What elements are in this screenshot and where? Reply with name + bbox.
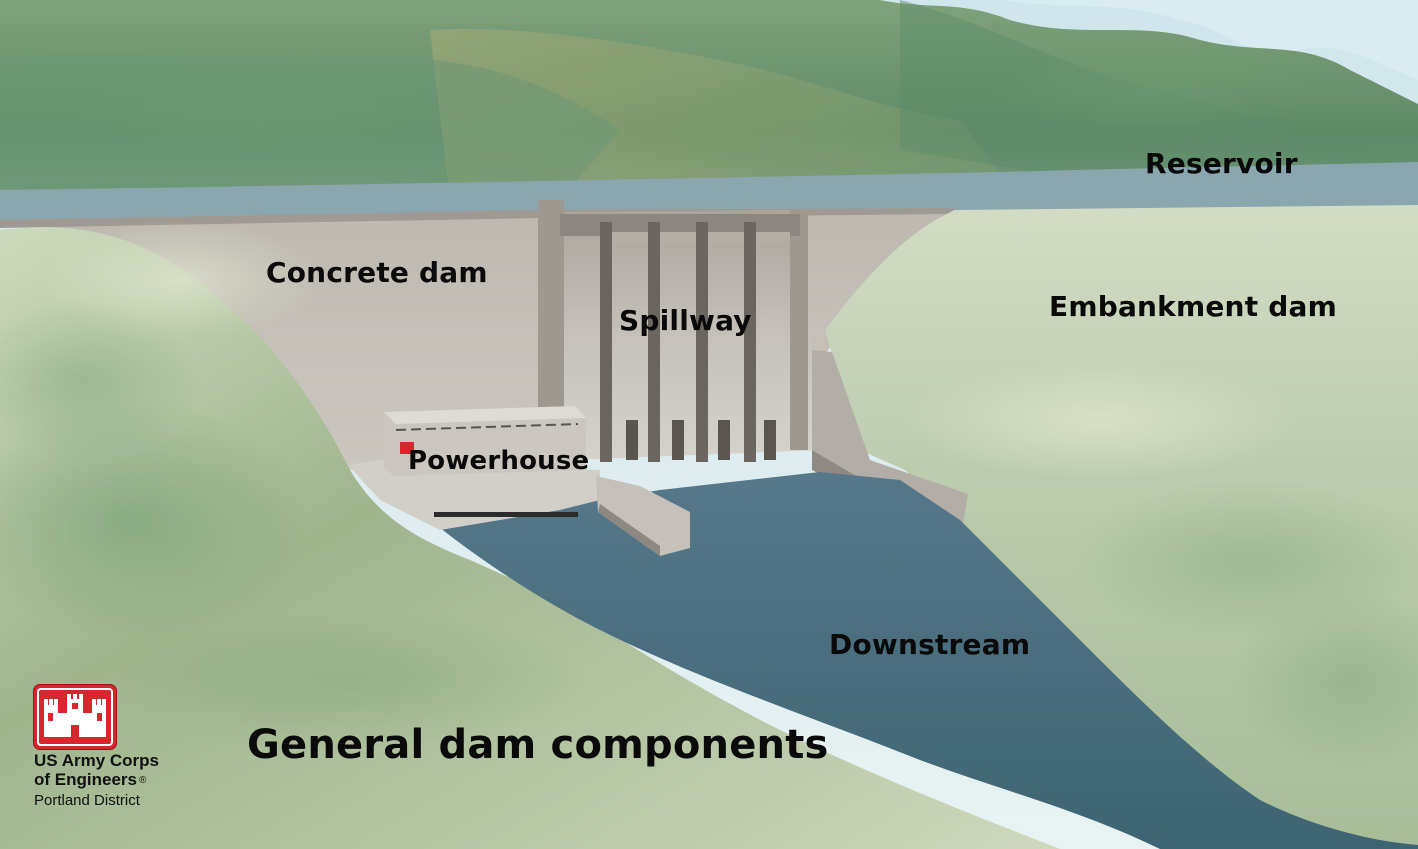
spillway-label: Spillway <box>619 304 752 337</box>
castle-icon <box>34 685 116 749</box>
org-district: Portland District <box>34 792 140 809</box>
org-name-line2: of Engineers <box>34 770 137 789</box>
powerhouse-structure <box>348 406 690 556</box>
powerhouse-label: Powerhouse <box>408 446 590 476</box>
spillway-structure <box>538 200 822 462</box>
usace-logo: US Army Corps of Engineers® Portland Dis… <box>34 685 194 810</box>
diagram-title: General dam components <box>247 722 829 768</box>
org-name-line1: US Army Corps <box>34 751 160 770</box>
downstream-river <box>430 472 1418 849</box>
registered-mark: ® <box>138 775 147 786</box>
reservoir-label: Reservoir <box>1145 147 1298 180</box>
concrete-dam-label: Concrete dam <box>266 256 488 289</box>
org-name-line2-wrap: of Engineers® <box>34 770 194 790</box>
reservoir-water <box>0 162 1418 222</box>
downstream-label: Downstream <box>829 628 1031 661</box>
embankment-dam-label: Embankment dam <box>1049 290 1337 323</box>
training-wall-right <box>812 350 968 530</box>
